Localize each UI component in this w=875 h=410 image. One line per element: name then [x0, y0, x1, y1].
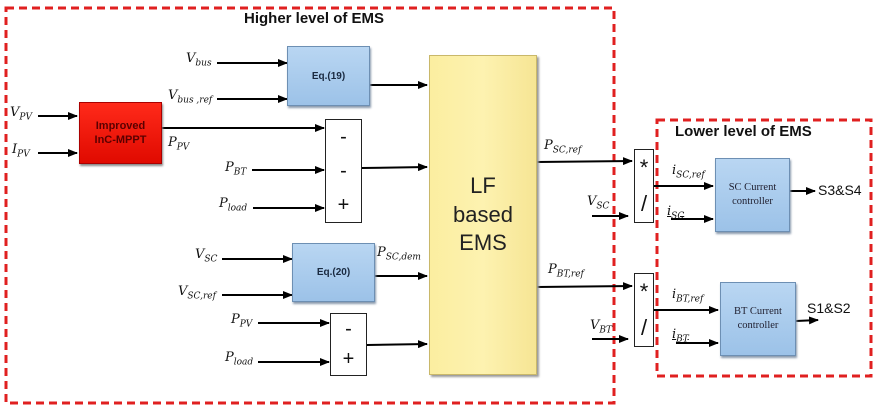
higher-level-title: Higher level of EMS: [244, 10, 385, 27]
signal-subscript: BT,ref: [676, 294, 704, 305]
signal-subscript: BT: [233, 167, 247, 178]
sign-minus: -: [345, 317, 352, 340]
label-v-sc: VSC: [195, 247, 217, 265]
signal-subscript: SC: [596, 201, 610, 212]
signal-symbol: i: [672, 287, 677, 302]
label-i-bt: iBT: [672, 327, 689, 345]
label-i-sc-ref: iSC,ref: [672, 163, 705, 181]
divide-sign: /: [640, 191, 648, 216]
signal-subscript: SC,dem: [385, 252, 421, 263]
label-p-bt: PBT: [225, 160, 246, 178]
bt-current-controller-block: BT Current controller: [720, 282, 796, 356]
signal-symbol: I: [12, 142, 18, 157]
signal-subscript: BT,ref: [556, 269, 584, 280]
signal-symbol: P: [219, 196, 228, 211]
signal-subscript: load: [233, 357, 254, 368]
wire-sum1-out: [361, 163, 428, 172]
signal-symbol: V: [195, 247, 205, 262]
signal-subscript: PV: [17, 149, 30, 160]
wire-pbt-ref: [536, 282, 633, 291]
signal-symbol: P: [548, 262, 557, 277]
signal-subscript: bus: [195, 58, 212, 69]
label-i-sc: iSC: [667, 204, 684, 222]
eq19-block: Eq.(19): [287, 46, 370, 106]
label-p-sc-dem: PSC,dem: [377, 245, 421, 263]
improved-inc-mppt-block: Improved InC-MPPT: [79, 102, 162, 164]
sign-minus: -: [340, 125, 347, 148]
higher-level-boundary: [4, 6, 616, 405]
sum-junction-1: - - +: [325, 119, 362, 223]
divider-bt: * /: [634, 273, 654, 347]
signal-subscript: load: [227, 203, 248, 214]
signal-symbol: V: [178, 284, 188, 299]
bt-controller-label: BT Current controller: [734, 306, 782, 331]
sign-plus: +: [337, 193, 350, 216]
multiply-sign: *: [639, 155, 649, 180]
label-p-load: Pload: [219, 196, 247, 214]
signal-symbol: V: [587, 194, 597, 209]
label-v-sc-2: VSC: [587, 194, 609, 212]
label-p-bt-ref: PBT,ref: [548, 262, 584, 280]
signal-symbol: P: [225, 160, 234, 175]
lower-level-title: Lower level of EMS: [675, 123, 812, 140]
label-p-pv: PPV: [168, 135, 189, 153]
signal-subscript: SC,ref: [552, 145, 582, 156]
label-v-bus: Vbus: [186, 51, 212, 69]
lf-based-ems-block: LF based EMS: [429, 55, 537, 375]
signal-subscript: SC: [204, 254, 218, 265]
signal-symbol: V: [168, 88, 178, 103]
label-v-pv: VPV: [10, 105, 32, 123]
sum-junction-2: - +: [330, 313, 367, 376]
signal-symbol: V: [10, 105, 20, 120]
eq19-label: Eq.(19): [311, 70, 346, 82]
label-v-bus-ref: Vbus ,ref: [168, 88, 212, 106]
label-v-bt: VBT: [590, 318, 612, 336]
wire-bt-out: [795, 316, 819, 325]
wire-sum2-out: [366, 340, 428, 349]
multiply-sign: *: [639, 279, 649, 304]
signal-symbol: V: [186, 51, 196, 66]
mppt-label: Improved InC-MPPT: [94, 119, 147, 146]
lower-level-boundary: [655, 118, 873, 378]
signal-subscript: BT: [676, 334, 689, 345]
output-s3-s4: S3&S4: [818, 182, 862, 198]
sc-current-controller-block: SC Current controller: [715, 158, 790, 232]
signal-subscript: PV: [176, 142, 190, 153]
signal-symbol: i: [667, 204, 672, 219]
signal-symbol: i: [672, 163, 677, 178]
label-v-sc-ref: VSC,ref: [178, 284, 216, 302]
signal-symbol: P: [544, 138, 553, 153]
signal-subscript: SC,ref: [187, 291, 216, 302]
eq20-block: Eq.(20): [292, 243, 375, 302]
sc-controller-label: SC Current controller: [728, 182, 777, 207]
label-p-sc-ref: PSC,ref: [544, 138, 581, 156]
sign-minus: -: [340, 159, 347, 182]
signal-symbol: P: [168, 135, 177, 150]
label-p-load-2: Pload: [225, 350, 253, 368]
signal-symbol: P: [231, 312, 240, 327]
signal-symbol: V: [590, 318, 600, 333]
lf-ems-label: LF based EMS: [453, 173, 513, 256]
sign-plus: +: [342, 348, 355, 371]
wire-psc-ref: [536, 157, 633, 166]
signal-subscript: PV: [19, 112, 32, 123]
signal-subscript: bus ,ref: [177, 95, 213, 106]
label-i-pv: IPV: [12, 142, 30, 160]
eq20-label: Eq.(20): [316, 267, 351, 278]
label-p-pv-2: PPV: [231, 312, 252, 330]
signal-symbol: P: [225, 350, 234, 365]
signal-subscript: PV: [239, 319, 253, 330]
output-s1-s2: S1&S2: [807, 300, 851, 316]
signal-subscript: BT: [599, 325, 613, 336]
divider-sc: * /: [634, 149, 654, 223]
divide-sign: /: [640, 315, 648, 340]
signal-subscript: SC: [671, 211, 685, 222]
signal-symbol: P: [377, 245, 386, 260]
signal-symbol: i: [672, 327, 677, 342]
label-i-bt-ref: iBT,ref: [672, 287, 703, 305]
signal-subscript: SC,ref: [676, 170, 705, 181]
